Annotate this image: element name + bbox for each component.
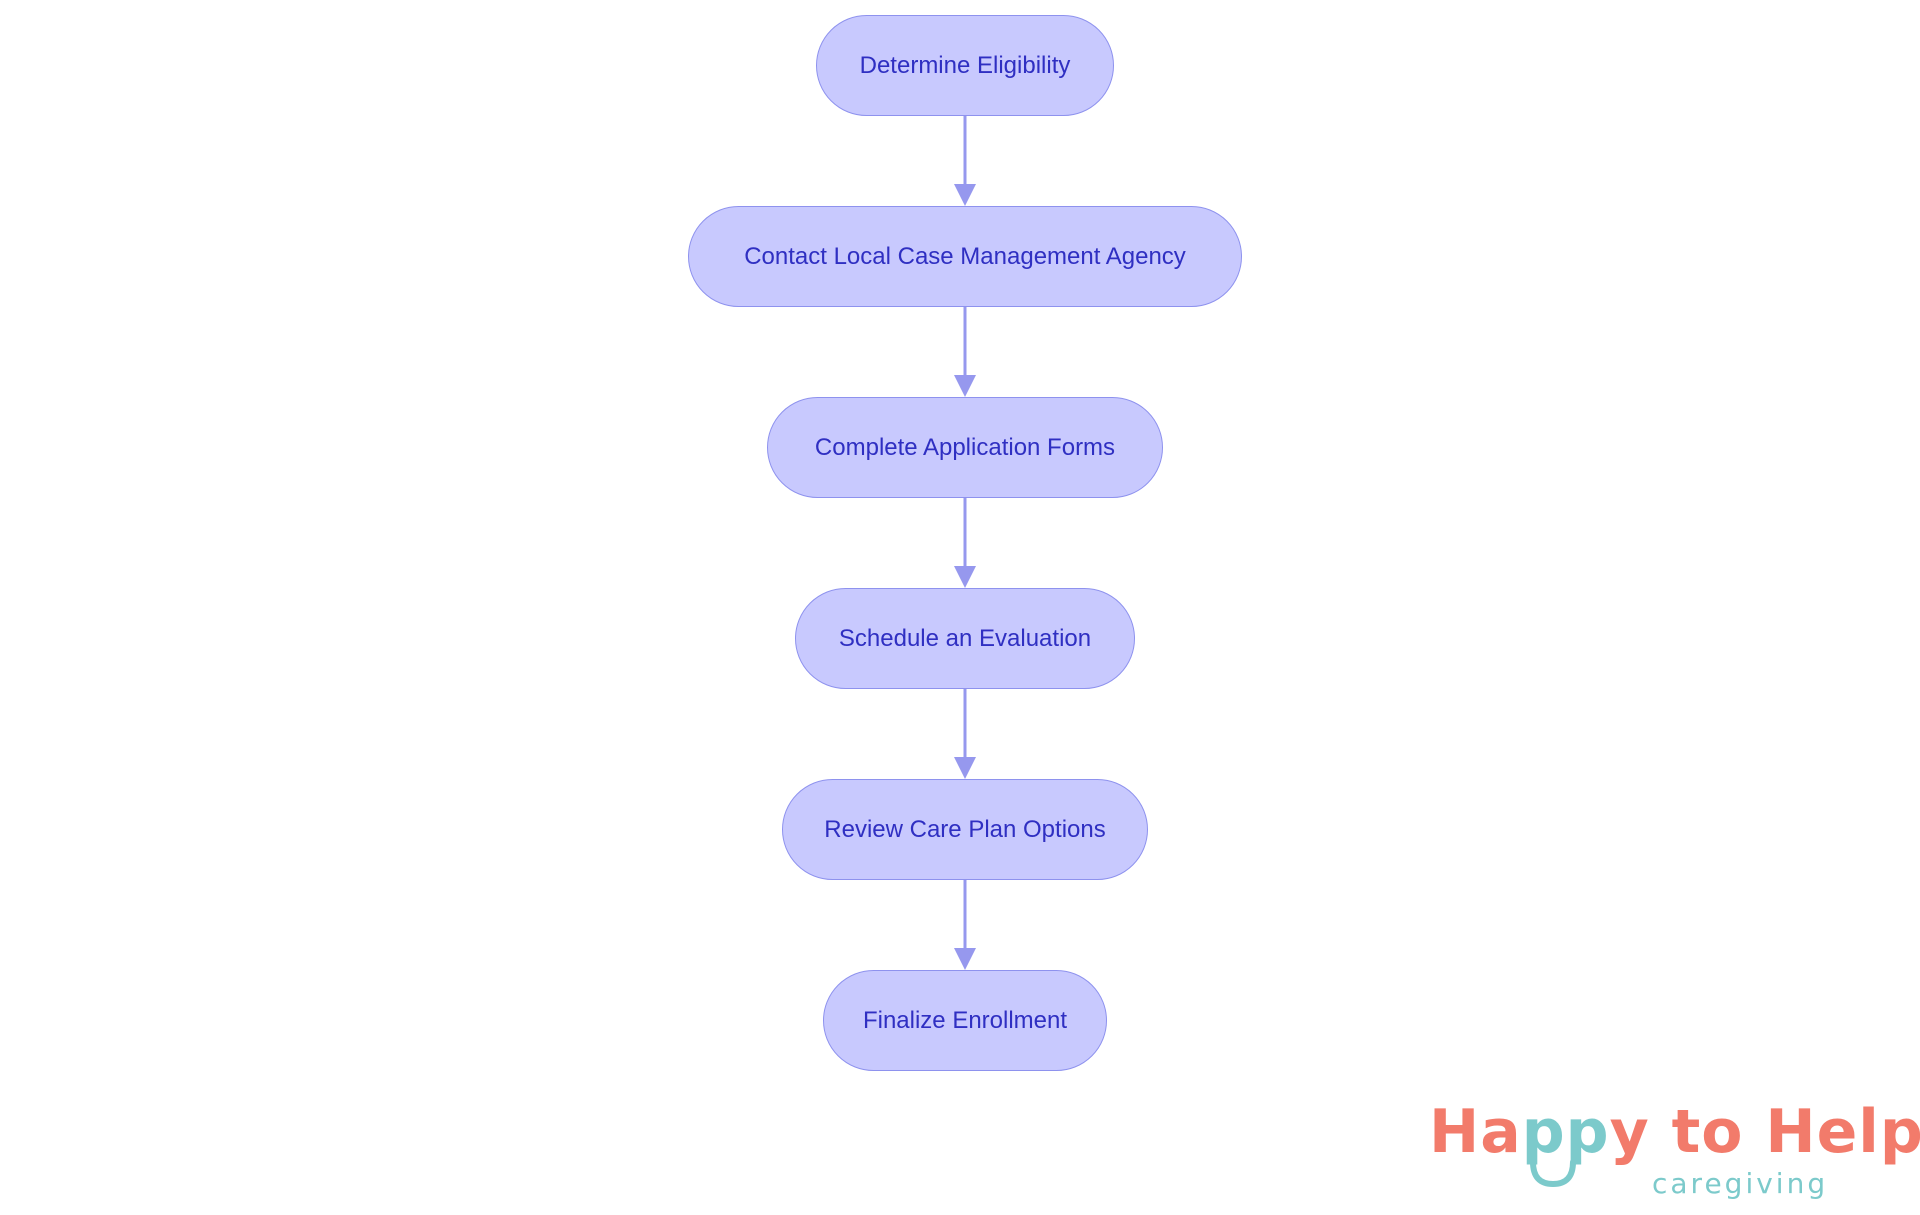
node-label: Review Care Plan Options [824, 815, 1106, 843]
logo-word-part: Ha [1429, 1097, 1522, 1167]
arrowhead-icon [954, 948, 976, 970]
arrowhead-icon [954, 757, 976, 779]
logo-wordmark: Happy to Help [1429, 1102, 1920, 1162]
node-review-care-plan-options: Review Care Plan Options [782, 779, 1148, 880]
edge-contact-to-forms [954, 307, 976, 397]
node-schedule-an-evaluation: Schedule an Evaluation [795, 588, 1135, 689]
arrowhead-icon [954, 375, 976, 397]
node-label: Complete Application Forms [814, 433, 1116, 461]
node-determine-eligibility: Determine Eligibility [816, 15, 1114, 116]
node-label: Finalize Enrollment [862, 1006, 1068, 1034]
edge-evaluation-to-review [954, 689, 976, 779]
node-complete-application-forms: Complete Application Forms [767, 397, 1163, 498]
logo-word-part: y to Help [1609, 1097, 1920, 1167]
edge-eligibility-to-contact [954, 116, 976, 206]
node-label: Schedule an Evaluation [838, 624, 1092, 652]
edge-review-to-finalize [954, 880, 976, 970]
brand-logo: Happy to Help caregiving [1420, 1100, 1920, 1210]
node-label: Contact Local Case Management Agency [744, 242, 1186, 270]
smile-icon [1530, 1159, 1576, 1188]
node-contact-local-case-management-agency: Contact Local Case Management Agency [688, 206, 1242, 307]
arrowhead-icon [954, 184, 976, 206]
logo-tagline: caregiving [1652, 1167, 1829, 1200]
node-finalize-enrollment: Finalize Enrollment [823, 970, 1107, 1071]
arrowhead-icon [954, 566, 976, 588]
node-label: Determine Eligibility [859, 51, 1071, 79]
edge-forms-to-evaluation [954, 498, 976, 588]
logo-word-part-teal: pp [1521, 1097, 1610, 1167]
